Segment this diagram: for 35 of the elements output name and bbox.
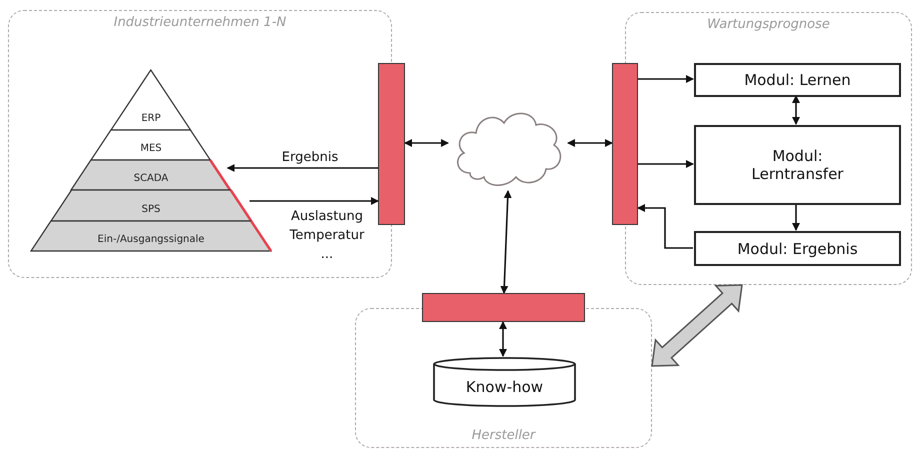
group-title: Wartungsprognose: [707, 17, 830, 32]
group-frame: [625, 12, 912, 285]
arrow: [792, 95, 800, 125]
interface-bar: [378, 63, 405, 225]
arrow: [638, 75, 694, 83]
group-title: Hersteller: [472, 428, 536, 443]
cylinder-label: Know-how: [466, 378, 544, 396]
arrow: [499, 321, 507, 357]
pyramid-layer: [91, 130, 211, 160]
arrow: [226, 164, 378, 172]
module-box: Modul: Lerntransfer: [694, 125, 901, 205]
pyramid-layer: [111, 70, 191, 130]
module-box: Modul: Ergebnis: [694, 231, 901, 266]
layer-label: MES: [140, 143, 162, 154]
arrow: [567, 139, 613, 147]
arrow: [500, 190, 512, 294]
interface-bar: [422, 293, 585, 322]
layer-label: SPS: [142, 204, 160, 215]
arrow: [404, 139, 449, 147]
arrow: [792, 204, 800, 231]
group-frame: [8, 10, 392, 278]
arrow: [637, 204, 693, 249]
interface-bar: [612, 63, 638, 225]
module-box: Modul: Lernen: [694, 63, 901, 97]
pyramid: [31, 70, 271, 251]
layer-label: SCADA: [134, 173, 168, 184]
pyramid-layer: [50, 190, 252, 221]
layer-label: ERP: [141, 113, 161, 124]
arrow: [250, 197, 379, 205]
pyramid-layer: [31, 221, 271, 251]
pyramid-layer: [71, 160, 231, 190]
group-title: Industrieunternehmen 1-N: [114, 15, 286, 30]
layer-label: Ein-/Ausgangssignale: [98, 234, 204, 245]
double-arrow: [651, 284, 743, 367]
arrow: [638, 160, 694, 168]
